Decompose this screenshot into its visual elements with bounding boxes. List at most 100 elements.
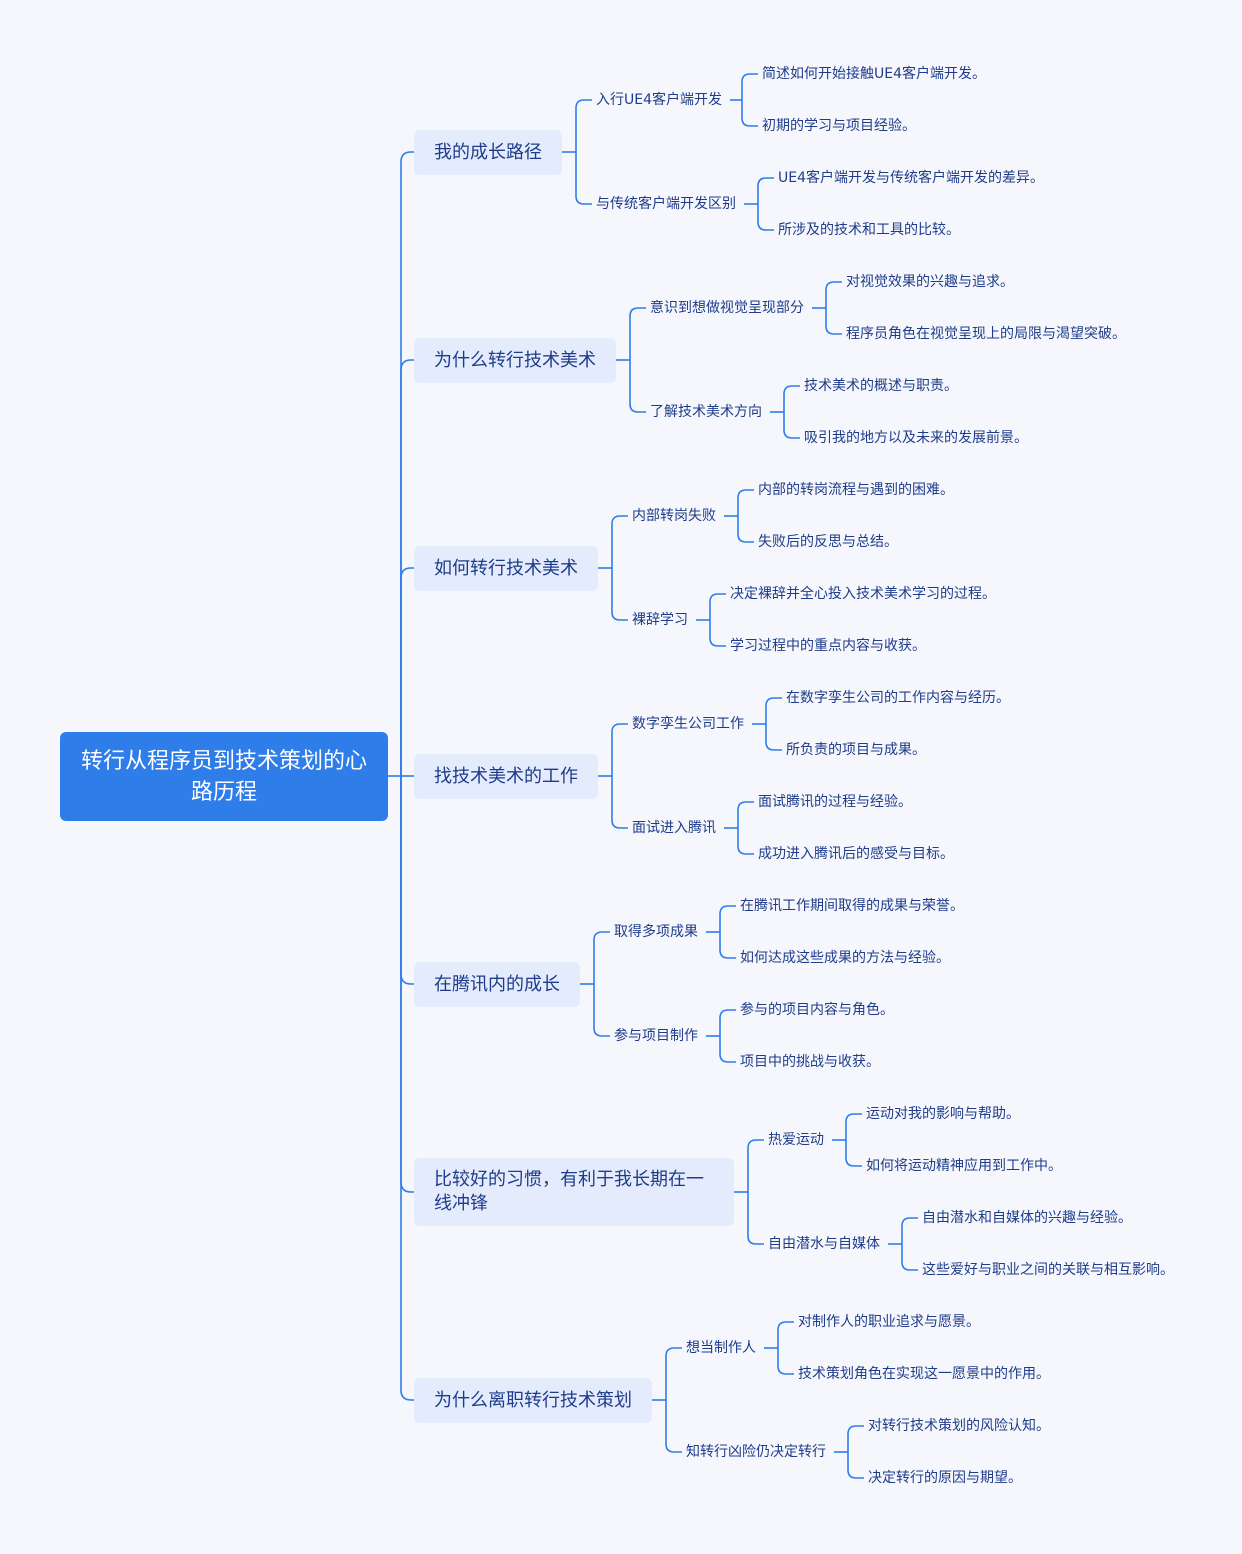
connector bbox=[847, 1425, 864, 1452]
connector bbox=[719, 905, 736, 932]
leaf-item: 决定转行的原因与期望。 bbox=[868, 1470, 1022, 1486]
connector bbox=[611, 568, 628, 621]
leaf-item: 对制作人的职业追求与愿景。 bbox=[798, 1314, 980, 1330]
connector bbox=[575, 99, 592, 152]
connector bbox=[741, 100, 758, 127]
connector bbox=[845, 1140, 862, 1167]
branch-node[interactable]: 在腾讯内的成长 bbox=[414, 962, 580, 1007]
connector bbox=[777, 1348, 794, 1375]
leaf-item: 程序员角色在视觉呈现上的局限与渴望突破。 bbox=[846, 326, 1126, 342]
branch-node[interactable]: 为什么离职转行技术策划 bbox=[414, 1378, 652, 1423]
connector bbox=[901, 1244, 918, 1271]
connector bbox=[400, 151, 414, 776]
leaf-item: 简述如何开始接触UE4客户端开发。 bbox=[762, 66, 986, 82]
leaf-item: 内部的转岗流程与遇到的困难。 bbox=[758, 482, 954, 498]
sub-topic[interactable]: 知转行凶险仍决定转行 bbox=[686, 1444, 826, 1460]
branch-node[interactable]: 比较好的习惯，有利于我长期在一线冲锋 bbox=[414, 1158, 734, 1226]
connector bbox=[593, 931, 610, 984]
connector bbox=[737, 828, 754, 855]
leaf-item: 吸引我的地方以及未来的发展前景。 bbox=[804, 430, 1028, 446]
sub-topic[interactable]: 数字孪生公司工作 bbox=[632, 716, 744, 732]
leaf-item: 运动对我的影响与帮助。 bbox=[866, 1106, 1020, 1122]
leaf-item: 所负责的项目与成果。 bbox=[786, 742, 926, 758]
connector bbox=[709, 620, 726, 647]
connector bbox=[783, 385, 800, 412]
root-title: 转行从程序员到技术策划的心路历程 bbox=[80, 748, 367, 805]
leaf-item: 自由潜水和自媒体的兴趣与经验。 bbox=[922, 1210, 1132, 1226]
connector bbox=[611, 776, 628, 829]
leaf-item: 学习过程中的重点内容与收获。 bbox=[730, 638, 926, 654]
leaf-item: 在数字孪生公司的工作内容与经历。 bbox=[786, 690, 1010, 706]
sub-topic[interactable]: 自由潜水与自媒体 bbox=[768, 1236, 880, 1252]
connector bbox=[629, 360, 646, 413]
leaf-item: 如何将运动精神应用到工作中。 bbox=[866, 1158, 1062, 1174]
connector bbox=[719, 932, 736, 959]
connector bbox=[737, 489, 754, 516]
sub-topic[interactable]: 与传统客户端开发区别 bbox=[596, 196, 736, 212]
leaf-item: UE4客户端开发与传统客户端开发的差异。 bbox=[778, 170, 1044, 186]
branch-label: 比较好的习惯，有利于我长期在一线冲锋 bbox=[434, 1169, 704, 1214]
connector bbox=[847, 1452, 864, 1479]
connector bbox=[825, 308, 842, 335]
connector bbox=[765, 724, 782, 751]
connector bbox=[400, 359, 414, 776]
leaf-item: 参与的项目内容与角色。 bbox=[740, 1002, 894, 1018]
branch-label: 在腾讯内的成长 bbox=[434, 973, 560, 995]
connector bbox=[757, 177, 774, 204]
branch-node[interactable]: 我的成长路径 bbox=[414, 130, 562, 175]
connector bbox=[783, 412, 800, 439]
sub-topic[interactable]: 意识到想做视觉呈现部分 bbox=[650, 300, 804, 316]
sub-topic[interactable]: 裸辞学习 bbox=[632, 612, 688, 628]
sub-topic[interactable]: 内部转岗失败 bbox=[632, 508, 716, 524]
leaf-item: 对转行技术策划的风险认知。 bbox=[868, 1418, 1050, 1434]
sub-topic[interactable]: 取得多项成果 bbox=[614, 924, 698, 940]
connector bbox=[825, 281, 842, 308]
leaf-item: 所涉及的技术和工具的比较。 bbox=[778, 222, 960, 238]
leaf-item: 失败后的反思与总结。 bbox=[758, 534, 898, 550]
connector bbox=[741, 73, 758, 100]
branch-label: 我的成长路径 bbox=[434, 141, 542, 163]
connector bbox=[737, 516, 754, 543]
sub-topic[interactable]: 热爱运动 bbox=[768, 1132, 824, 1148]
branch-label: 找技术美术的工作 bbox=[434, 765, 578, 787]
branch-label: 为什么转行技术美术 bbox=[434, 349, 596, 371]
connector bbox=[611, 723, 628, 776]
leaf-item: 项目中的挑战与收获。 bbox=[740, 1054, 880, 1070]
leaf-item: 面试腾讯的过程与经验。 bbox=[758, 794, 912, 810]
root-node[interactable]: 转行从程序员到技术策划的心路历程 bbox=[60, 732, 388, 821]
leaf-item: 在腾讯工作期间取得的成果与荣誉。 bbox=[740, 898, 964, 914]
connector bbox=[777, 1321, 794, 1348]
connector bbox=[901, 1217, 918, 1244]
sub-topic[interactable]: 入行UE4客户端开发 bbox=[596, 92, 722, 108]
connector bbox=[400, 776, 414, 1401]
leaf-item: 这些爱好与职业之间的关联与相互影响。 bbox=[922, 1262, 1174, 1278]
connector bbox=[719, 1036, 736, 1063]
leaf-item: 决定裸辞并全心投入技术美术学习的过程。 bbox=[730, 586, 996, 602]
leaf-item: 初期的学习与项目经验。 bbox=[762, 118, 916, 134]
connector bbox=[747, 1192, 764, 1245]
connector bbox=[665, 1400, 682, 1453]
leaf-item: 如何达成这些成果的方法与经验。 bbox=[740, 950, 950, 966]
connector bbox=[611, 515, 628, 568]
connector bbox=[593, 984, 610, 1037]
connector bbox=[629, 307, 646, 360]
connector bbox=[709, 593, 726, 620]
sub-topic[interactable]: 了解技术美术方向 bbox=[650, 404, 762, 420]
branch-node[interactable]: 为什么转行技术美术 bbox=[414, 338, 616, 383]
leaf-item: 成功进入腾讯后的感受与目标。 bbox=[758, 846, 954, 862]
branch-label: 为什么离职转行技术策划 bbox=[434, 1389, 632, 1411]
leaf-item: 技术策划角色在实现这一愿景中的作用。 bbox=[798, 1366, 1050, 1382]
leaf-item: 对视觉效果的兴趣与追求。 bbox=[846, 274, 1014, 290]
connector bbox=[747, 1139, 764, 1192]
branch-node[interactable]: 如何转行技术美术 bbox=[414, 546, 598, 591]
sub-topic[interactable]: 参与项目制作 bbox=[614, 1028, 698, 1044]
sub-topic[interactable]: 想当制作人 bbox=[686, 1340, 756, 1356]
connector bbox=[737, 801, 754, 828]
sub-topic[interactable]: 面试进入腾讯 bbox=[632, 820, 716, 836]
connector bbox=[719, 1009, 736, 1036]
connector bbox=[400, 567, 414, 776]
branch-node[interactable]: 找技术美术的工作 bbox=[414, 754, 598, 799]
connector bbox=[845, 1113, 862, 1140]
